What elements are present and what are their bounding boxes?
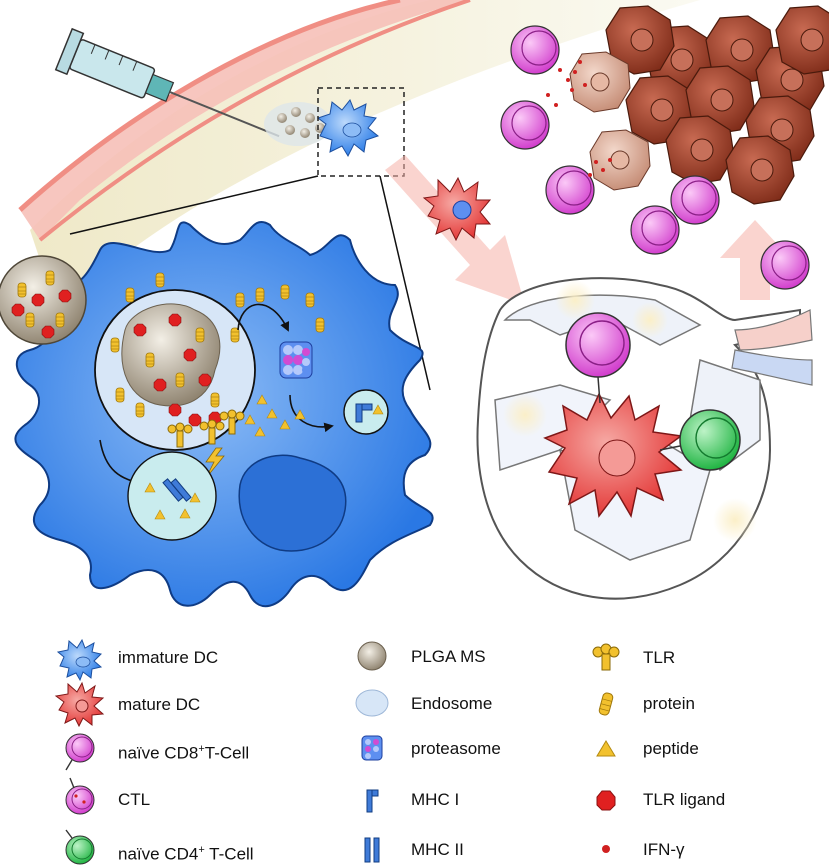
mhc-i-icon — [366, 789, 379, 813]
mhc-ii-endosome — [127, 451, 217, 541]
naive-cd4-t-cell-icon — [65, 829, 95, 865]
zoom-box — [317, 87, 405, 177]
proteasome-in-dc — [279, 341, 313, 379]
skin-layers — [18, 0, 700, 320]
ctl-icon — [65, 777, 95, 815]
tlr-icon — [592, 643, 620, 671]
naive-cd8-t-cell-icon — [65, 733, 95, 771]
syringe-icon — [54, 27, 280, 138]
legend-label-protein: protein — [643, 694, 695, 713]
lymph-mature-dc — [543, 392, 683, 519]
tlr-ligand-icon — [596, 790, 616, 811]
protein-icon — [598, 692, 614, 716]
legend-label-immature-dc: immature DC — [118, 648, 219, 667]
legend-label-proteasome: proteasome — [411, 739, 501, 758]
zoom-line-left — [69, 175, 319, 235]
small-immature-dc — [316, 99, 380, 158]
proteasome-icon — [361, 735, 383, 761]
injected-particles — [264, 102, 332, 146]
ifn-gamma-dots — [546, 60, 612, 177]
legend-label-mhc-ii: MHC II — [411, 840, 464, 859]
tlr-receptors — [167, 409, 245, 479]
transit-mature-dc — [422, 176, 492, 242]
legend-label-ctl: CTL — [118, 790, 151, 809]
endosome-icon — [355, 689, 389, 717]
legend-icons — [54, 638, 620, 865]
legend-label-tlr-ligand: TLR ligand — [643, 790, 726, 809]
legend-label-mature-dc: mature DC — [118, 695, 201, 714]
legend-label-mhc-i: MHC I — [411, 790, 460, 809]
legend-label-naive-cd8: naïve CD8+T-Cell — [118, 743, 250, 763]
peptide-icon — [596, 740, 616, 757]
mature-dc-icon — [54, 681, 105, 728]
legend-label-plga-ms: PLGA MS — [411, 647, 486, 666]
plga-ms-icon — [357, 641, 387, 671]
immature-dc-icon — [56, 638, 103, 682]
legend-label-endosome: Endosome — [411, 694, 493, 713]
legend-label-ifn-gamma: IFN-γ — [643, 840, 685, 859]
plga-microsphere — [0, 255, 87, 345]
ifn-gamma-icon — [602, 845, 610, 853]
tumor-cluster — [569, 5, 829, 205]
mhc-ii-icon — [364, 837, 380, 863]
legend-label-peptide: peptide — [643, 739, 699, 758]
legend-label-naive-cd4: naïve CD4+ T-Cell — [118, 844, 254, 864]
legend-label-tlr: TLR — [643, 648, 676, 667]
circulation-arrow — [720, 220, 790, 300]
lymph-cd8-t-cell — [565, 312, 631, 404]
lymph-cd4-t-cell — [659, 409, 741, 471]
mhc-i-endosome — [343, 389, 389, 435]
